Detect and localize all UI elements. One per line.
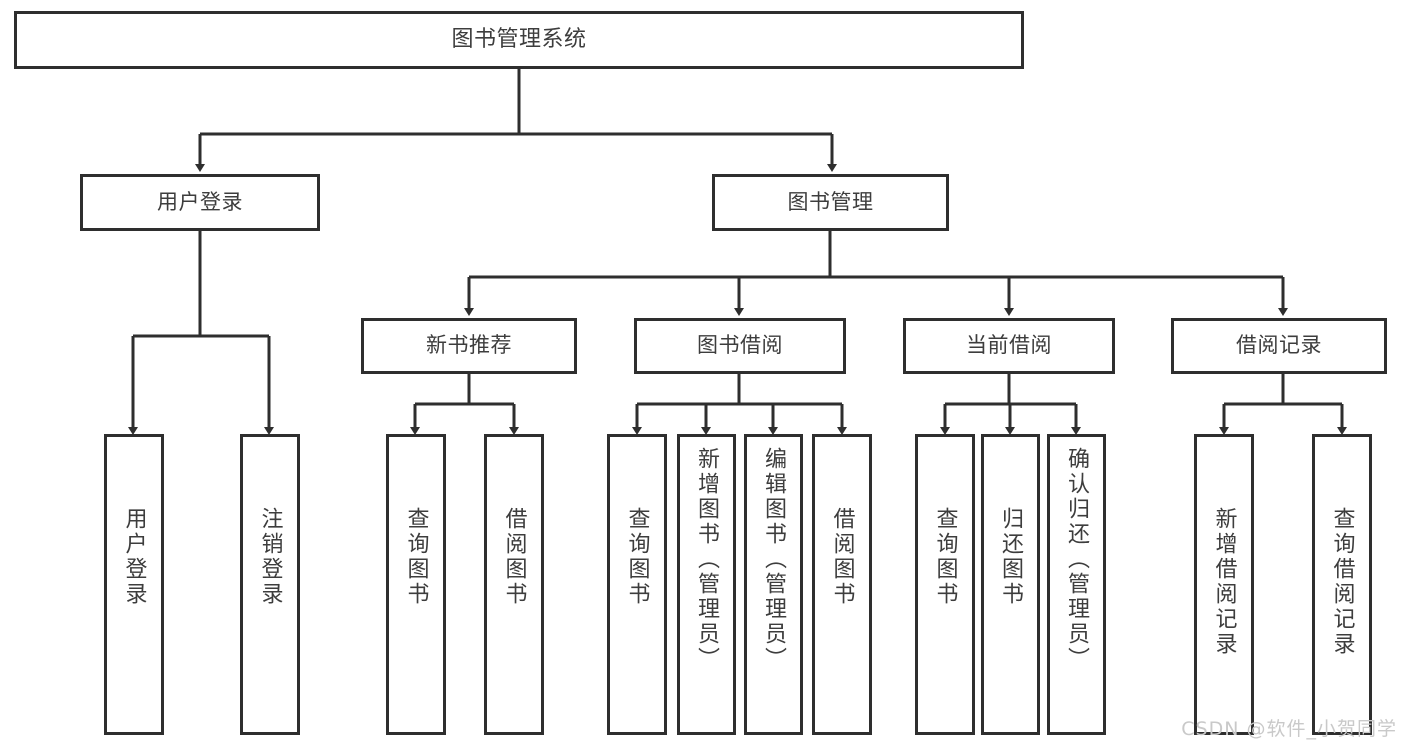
leaf-user-login-label: 用户登录: [121, 507, 147, 607]
node-book-management[interactable]: 图书管理: [712, 174, 949, 231]
leaf-query-book-3-label: 查询图书: [932, 507, 958, 607]
leaf-logout[interactable]: 注销登录: [240, 434, 300, 735]
node-new-book-recommend[interactable]: 新书推荐: [361, 318, 577, 374]
node-root[interactable]: 图书管理系统: [14, 11, 1024, 69]
node-user-login[interactable]: 用户登录: [80, 174, 320, 231]
node-borrow-record[interactable]: 借阅记录: [1171, 318, 1387, 374]
leaf-user-login[interactable]: 用户登录: [104, 434, 164, 735]
leaf-borrow-book-1-label: 借阅图书: [501, 507, 527, 607]
node-current-borrow-label: 当前借阅: [966, 333, 1052, 358]
leaf-query-book-2-label: 查询图书: [624, 507, 650, 607]
leaf-borrow-book-2[interactable]: 借阅图书: [812, 434, 872, 735]
leaf-edit-book-admin-label: 编辑图书（管理员）: [761, 447, 787, 672]
leaf-confirm-return-admin[interactable]: 确认归还（管理员）: [1047, 434, 1106, 735]
leaf-logout-label: 注销登录: [257, 507, 283, 607]
leaf-return-book[interactable]: 归还图书: [981, 434, 1040, 735]
leaf-borrow-book-1[interactable]: 借阅图书: [484, 434, 544, 735]
node-book-management-label: 图书管理: [787, 189, 874, 214]
node-user-login-label: 用户登录: [157, 189, 243, 214]
leaf-edit-book-admin[interactable]: 编辑图书（管理员）: [744, 434, 803, 735]
leaf-query-borrow-record-label: 查询借阅记录: [1329, 507, 1355, 657]
leaf-add-book-admin-label: 新增图书（管理员）: [694, 447, 720, 672]
watermark: CSDN @软件_小贺同学: [1181, 718, 1397, 740]
leaf-return-book-label: 归还图书: [998, 507, 1024, 607]
node-borrow-record-label: 借阅记录: [1236, 333, 1322, 358]
node-book-borrow-label: 图书借阅: [697, 333, 783, 358]
leaf-query-borrow-record[interactable]: 查询借阅记录: [1312, 434, 1372, 735]
node-root-label: 图书管理系统: [451, 26, 587, 52]
leaf-borrow-book-2-label: 借阅图书: [829, 507, 855, 607]
leaf-query-book-2[interactable]: 查询图书: [607, 434, 667, 735]
node-new-book-recommend-label: 新书推荐: [426, 333, 512, 358]
node-current-borrow[interactable]: 当前借阅: [903, 318, 1115, 374]
leaf-query-book-1[interactable]: 查询图书: [386, 434, 446, 735]
leaf-query-book-3[interactable]: 查询图书: [915, 434, 975, 735]
leaf-add-borrow-record-label: 新增借阅记录: [1211, 507, 1237, 657]
leaf-add-borrow-record[interactable]: 新增借阅记录: [1194, 434, 1254, 735]
leaf-query-book-1-label: 查询图书: [403, 507, 429, 607]
leaf-confirm-return-admin-label: 确认归还（管理员）: [1064, 447, 1090, 672]
leaf-add-book-admin[interactable]: 新增图书（管理员）: [677, 434, 736, 735]
node-book-borrow[interactable]: 图书借阅: [634, 318, 846, 374]
